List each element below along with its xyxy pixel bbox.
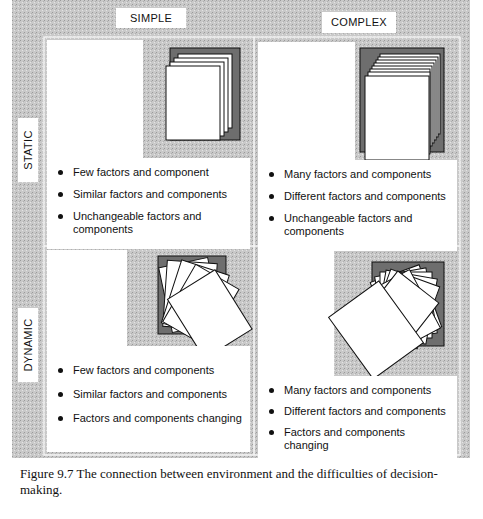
bullet-text: Different factors and components: [284, 190, 446, 202]
paper-stack: [360, 48, 444, 160]
header-tab: [18, 118, 38, 182]
paper-fan: [329, 262, 444, 379]
bullet-item: Similar factors and components: [55, 388, 244, 401]
bullet-item: Few factors and components: [55, 364, 244, 377]
bullet-dot: [269, 172, 274, 177]
bullet-dot: [269, 194, 274, 199]
text-box: Many factors and componentsDifferent fac…: [258, 376, 457, 464]
header-tab: [18, 308, 38, 382]
bullet-item: Unchangeable factors and components: [266, 212, 451, 238]
bullet-text: Few factors and components: [73, 364, 214, 376]
figure-caption: Figure 9.7 The connection between enviro…: [20, 466, 472, 498]
bullet-dot: [58, 192, 63, 197]
bullet-text: Factors and components changing: [284, 426, 405, 451]
text-box: Few factors and componentsSimilar factor…: [47, 346, 250, 452]
bullet-item: Unchangeable factors and components: [55, 210, 244, 236]
axis-header: SIMPLE: [130, 12, 172, 24]
bullet-dot: [269, 388, 274, 393]
bullet-text: Unchangeable factors and components: [284, 212, 412, 237]
bullet-item: Factors and components changing: [55, 412, 244, 425]
bullet-item: Many factors and components: [266, 384, 451, 397]
axis-header: COMPLEX: [331, 16, 387, 28]
white-panel: [258, 250, 334, 376]
paper-stack: [166, 48, 240, 140]
white-panel: [47, 250, 127, 346]
bullet-dot: [58, 368, 63, 373]
bullet-text: Many factors and components: [284, 384, 431, 396]
inner-border: [44, 37, 460, 455]
bullet-dot: [58, 170, 63, 175]
text-box: Few factors and componentSimilar factors…: [47, 158, 250, 249]
bullet-item: Few factors and component: [55, 166, 244, 179]
bullet-text: Few factors and component: [73, 166, 209, 178]
bullet-dot: [58, 392, 63, 397]
bullet-item: Many factors and components: [266, 168, 451, 181]
white-panel: [258, 42, 355, 160]
header-tab: [322, 12, 396, 33]
bullet-text: Similar factors and components: [73, 388, 227, 400]
bullet-item: Factors and components changing: [266, 426, 451, 452]
bullet-dot: [58, 214, 63, 219]
bullet-item: Different factors and components: [266, 190, 451, 203]
bullet-dot: [269, 216, 274, 221]
bullet-text: Many factors and components: [284, 168, 431, 180]
bullet-text: Unchangeable factors and components: [73, 210, 201, 235]
text-box: Many factors and componentsDifferent fac…: [258, 160, 457, 251]
axis-header: STATIC: [22, 130, 34, 169]
bullet-text: Similar factors and components: [73, 188, 227, 200]
bullet-item: Different factors and components: [266, 405, 451, 418]
axis-header: DYNAMIC: [22, 319, 34, 372]
bullet-text: Different factors and components: [284, 405, 446, 417]
bullet-dot: [269, 409, 274, 414]
bullet-item: Similar factors and components: [55, 188, 244, 201]
bullet-text: Factors and components changing: [73, 412, 242, 424]
bullet-dot: [58, 416, 63, 421]
paper-fan: [158, 256, 252, 359]
grey-frame: [12, 0, 470, 458]
bullet-dot: [269, 430, 274, 435]
header-tab: [116, 8, 186, 28]
white-panel: [47, 40, 143, 158]
